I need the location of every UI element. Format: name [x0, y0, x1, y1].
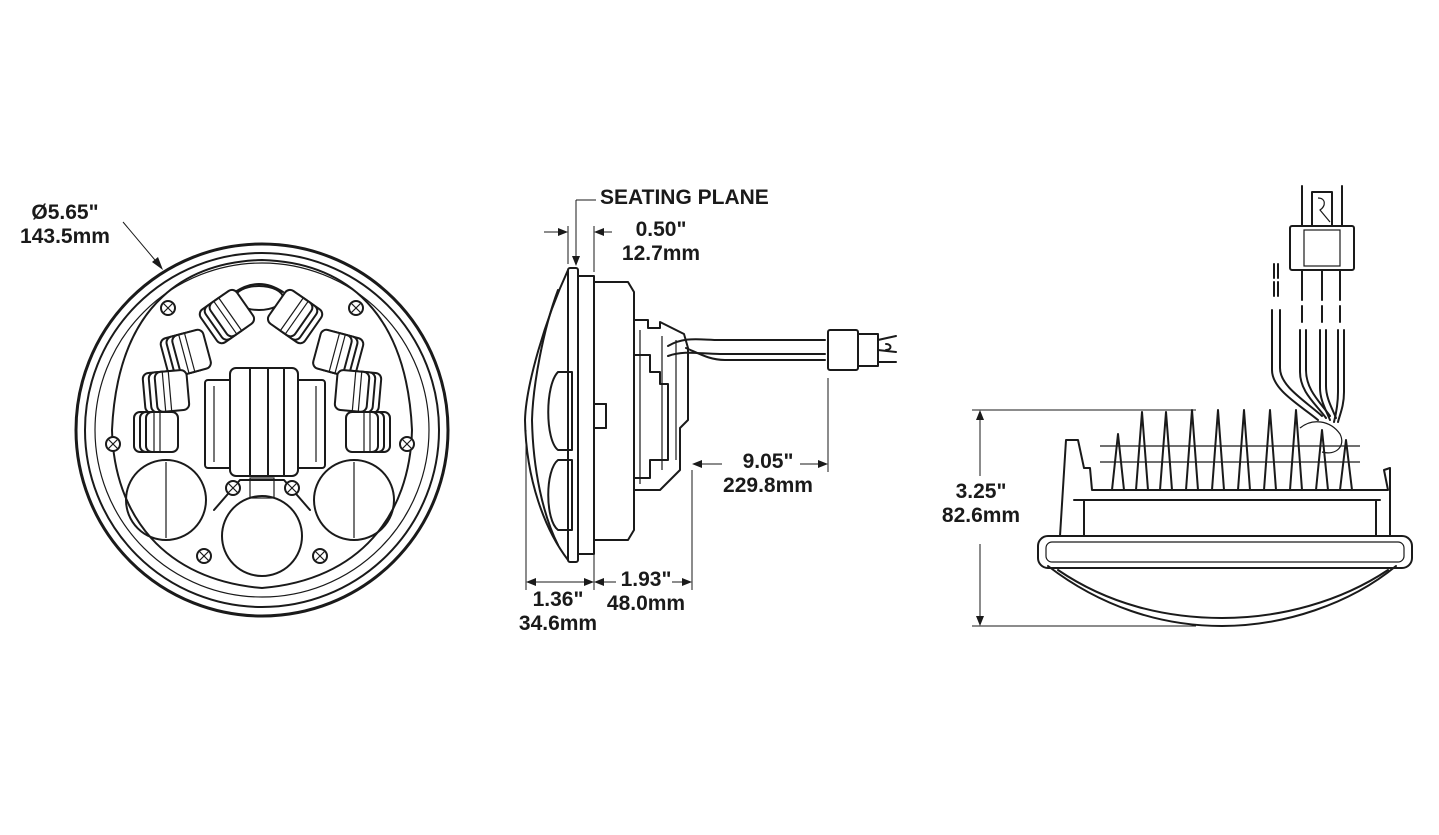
lens-edge: [94, 262, 430, 598]
reflector-housing: [111, 259, 413, 589]
seating-plane-label: SEATING PLANE: [600, 186, 769, 209]
lens-profile: [1047, 565, 1397, 627]
top-view: [972, 185, 1413, 627]
front-view: [74, 221, 450, 618]
height-mm: 82.6mm: [941, 504, 1021, 527]
side-dimension-lines: [525, 199, 829, 590]
top-connector: [1289, 185, 1355, 271]
projector-lenses: [125, 459, 395, 577]
side-view: [524, 199, 897, 590]
outer-bezel-ring: [74, 242, 450, 618]
lens-depth-mm: 34.6mm: [518, 612, 598, 635]
front-diameter-label: Ø5.65" 143.5mm: [10, 201, 120, 249]
heat-sink-fins: [1100, 409, 1360, 491]
flange-in: 0.50": [635, 218, 687, 241]
projector-bump-lower: [547, 459, 573, 531]
side-connector: [827, 329, 897, 371]
bezel-rim: [1037, 535, 1413, 569]
cable-mm: 229.8mm: [723, 474, 813, 497]
top-dimension-lines: [972, 409, 1196, 627]
height-label: 3.25" 82.6mm: [926, 480, 1036, 528]
inner-bezel-ring: [84, 252, 440, 608]
lens-depth-label: 1.36" 34.6mm: [506, 588, 610, 636]
front-diameter-in: Ø5.65": [31, 201, 99, 224]
lens-depth-in: 1.36": [532, 588, 584, 611]
flange-thickness-label: 0.50" 12.7mm: [606, 218, 716, 266]
body-depth-mm: 48.0mm: [606, 592, 686, 615]
top-wire-harness: [1271, 263, 1345, 454]
cable-length-label: 9.05" 229.8mm: [706, 450, 830, 498]
rear-housing: [633, 319, 689, 491]
front-diameter-mm: 143.5mm: [20, 225, 110, 248]
body-depth-label: 1.93" 48.0mm: [596, 568, 696, 616]
projector-bump-upper: [547, 371, 573, 451]
flange-mm: 12.7mm: [621, 242, 701, 265]
diameter-leader: [122, 221, 163, 270]
wire-harness: [667, 338, 826, 361]
cable-in: 9.05": [742, 450, 794, 473]
center-led-module: [204, 367, 326, 477]
body-depth-in: 1.93": [620, 568, 672, 591]
height-in: 3.25": [955, 480, 1007, 503]
